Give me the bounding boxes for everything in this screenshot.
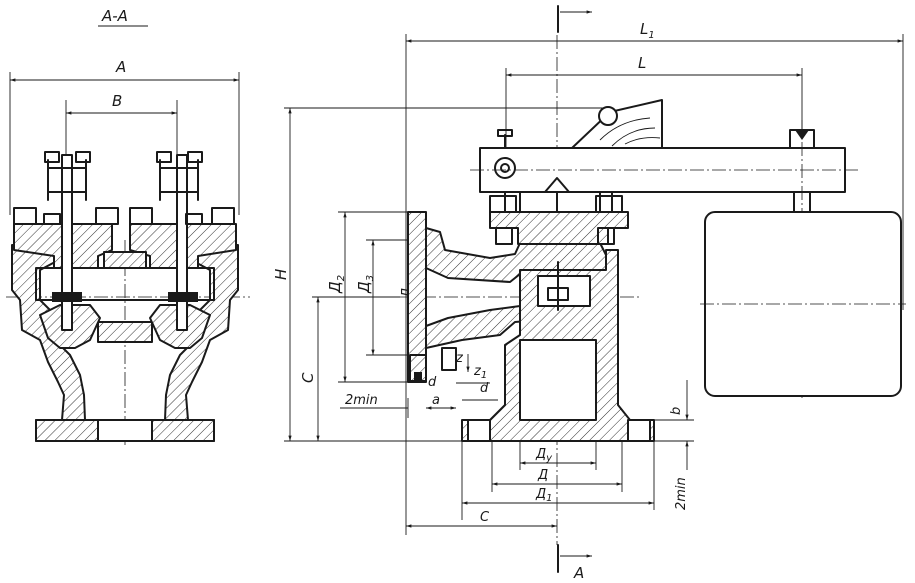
dim-label-2min-right: 2min bbox=[674, 477, 689, 510]
yoke-left-nut-b bbox=[75, 151, 91, 163]
dim-label-c: C bbox=[299, 372, 317, 383]
valve-disc-left bbox=[52, 292, 82, 302]
bonnet-nut-right bbox=[597, 227, 615, 245]
cover-bolt-6 bbox=[185, 213, 203, 225]
pivot-screw-head bbox=[497, 129, 513, 137]
main-view: A L1 L H C Д2 Д3 Ду bbox=[272, 5, 906, 582]
dim-label-d2: Д2 bbox=[326, 275, 347, 294]
dim-label-dy-bottom: Ду bbox=[535, 447, 553, 464]
lug-mid bbox=[441, 347, 457, 371]
bonnet-bolt-left bbox=[489, 195, 517, 213]
cover-bolt-1 bbox=[13, 207, 37, 225]
stop-roller bbox=[598, 106, 618, 126]
dim-label-2min-left: 2min bbox=[345, 393, 378, 408]
dim-label-d3: Д3 bbox=[355, 275, 376, 294]
dim-label-a: A bbox=[115, 58, 126, 76]
dim-label-d1-bottom: Д1 bbox=[535, 487, 553, 504]
valve-disc-right bbox=[168, 292, 198, 302]
cover-bolt-5 bbox=[43, 213, 61, 225]
stop-block bbox=[571, 99, 663, 149]
yoke-right-nut-a bbox=[156, 151, 172, 163]
lug-left bbox=[409, 354, 427, 382]
dim-label-l: L bbox=[638, 54, 646, 72]
cover-bolt-3 bbox=[129, 207, 153, 225]
fulcrum-knife bbox=[544, 177, 570, 193]
yoke-right bbox=[159, 159, 199, 201]
bottom-lug-left bbox=[467, 419, 491, 442]
pivot-pin bbox=[494, 157, 516, 179]
valve-body-cavity bbox=[519, 339, 597, 421]
spindle-left bbox=[61, 154, 73, 331]
cover-center-boss bbox=[103, 251, 147, 269]
wood-grain bbox=[599, 117, 661, 147]
dim-label-l1: L1 bbox=[640, 20, 655, 41]
inlet-nozzle-upper bbox=[425, 227, 607, 283]
housing-center-web bbox=[97, 321, 153, 343]
bottom-lug-right bbox=[627, 419, 651, 442]
dim-label-b: B bbox=[112, 92, 122, 110]
yoke-left bbox=[47, 159, 87, 201]
lever-bracket bbox=[504, 191, 613, 213]
dim-label-d-left: d bbox=[428, 375, 437, 390]
lug-left-bolt bbox=[414, 372, 422, 380]
section-mark-label: A bbox=[573, 564, 584, 582]
dim-label-z: z bbox=[455, 351, 464, 366]
cover-bolt-2 bbox=[95, 207, 119, 225]
section-title: A-A bbox=[101, 7, 128, 25]
section-view-aa: A-A A B bbox=[6, 7, 250, 445]
dim-label-h: H bbox=[272, 269, 290, 280]
yoke-left-nut-a bbox=[44, 151, 60, 163]
bonnet-bolt-right bbox=[595, 195, 623, 213]
yoke-right-nut-b bbox=[187, 151, 203, 163]
dim-label-z1: z1 bbox=[473, 364, 487, 381]
cover-bolt-4 bbox=[211, 207, 235, 225]
dim-label-d-bottom: Д bbox=[537, 468, 548, 483]
spindle-right bbox=[176, 154, 188, 331]
dim-label-a: a bbox=[432, 393, 440, 408]
bottom-flange-bore bbox=[97, 419, 153, 442]
weight-hanger-knife bbox=[795, 130, 809, 140]
dim-label-b: b bbox=[669, 407, 684, 415]
bonnet-nut-left bbox=[495, 227, 513, 245]
dim-label-c-bottom: C bbox=[480, 510, 490, 525]
pivot-pin-inner bbox=[500, 163, 510, 173]
inner-chamber bbox=[537, 275, 591, 307]
dim-label-d-right: d bbox=[480, 381, 489, 396]
